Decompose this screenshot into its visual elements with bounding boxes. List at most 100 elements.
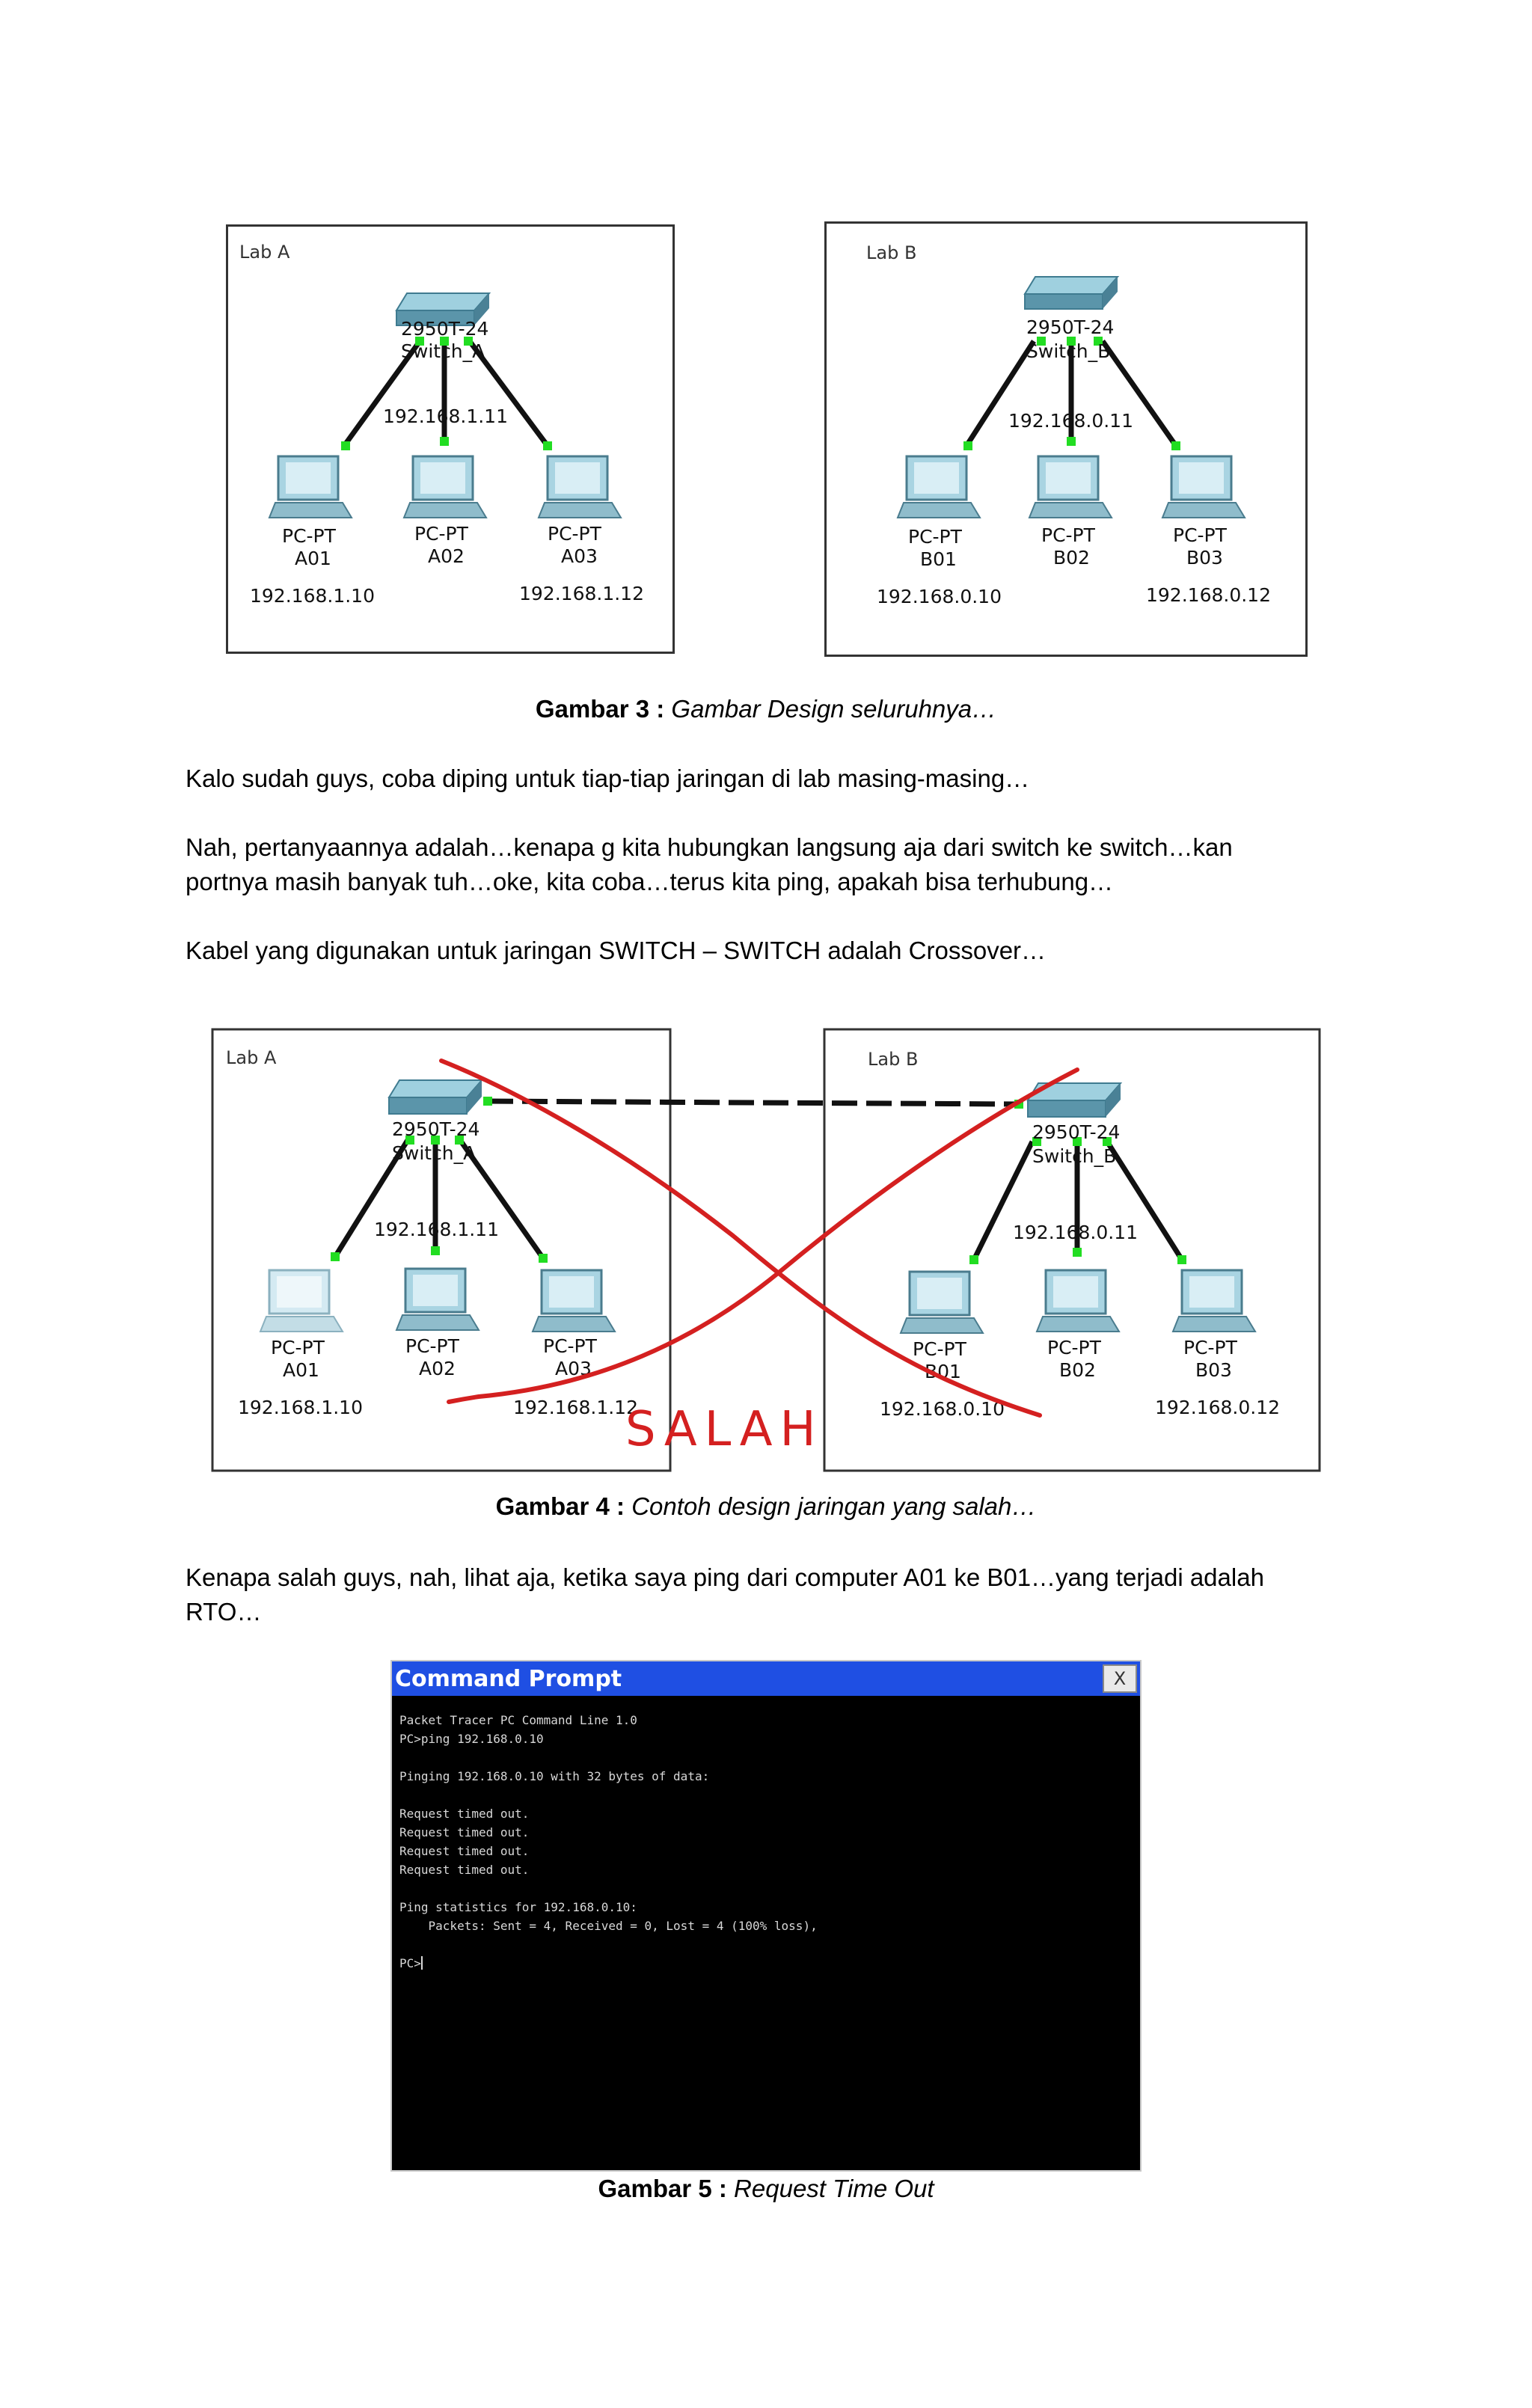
pc-icon <box>259 1269 344 1332</box>
figure-3-lab-a: Lab A 2950T-24 Switch_A 192.168.1.11 <box>226 224 675 654</box>
link-dot <box>405 1136 414 1145</box>
link-dot <box>431 1246 440 1255</box>
cable <box>964 340 1036 447</box>
pc-name-label: B03 <box>1186 547 1223 569</box>
caption-label: Gambar 3 : <box>535 695 665 723</box>
link-dot <box>1073 1137 1082 1146</box>
caption-label: Gambar 4 : <box>495 1492 625 1520</box>
close-button[interactable]: X <box>1103 1664 1137 1693</box>
link-dot <box>543 441 552 450</box>
switch-icon <box>1023 276 1120 310</box>
pc-icon <box>268 455 353 518</box>
pc-type-label: PC-PT <box>548 523 602 545</box>
pc-type-label: PC-PT <box>1041 524 1096 546</box>
pc-icon <box>1161 455 1246 518</box>
console-line: Pinging 192.168.0.10 with 32 bytes of da… <box>399 1769 710 1783</box>
console-line: PC>ping 192.168.0.10 <box>399 1732 544 1746</box>
link-dot <box>1177 1255 1186 1264</box>
link-dot <box>331 1252 340 1261</box>
pc-type-label: PC-PT <box>282 525 337 547</box>
link-dot <box>464 337 473 346</box>
caption-text: Request Time Out <box>734 2175 934 2202</box>
pc-name-label: B03 <box>1195 1359 1232 1381</box>
cable <box>458 1138 545 1260</box>
caption-label: Gambar 5 : <box>598 2175 727 2202</box>
link-dot <box>1067 437 1076 446</box>
pc-type-label: PC-PT <box>1173 524 1228 546</box>
link-dot <box>1103 1137 1112 1146</box>
pc-icon <box>531 1269 616 1332</box>
pc-icon <box>395 1267 480 1331</box>
console-line: PC> <box>399 1956 423 1970</box>
console-line <box>399 1748 1140 1767</box>
figure-5-caption: Gambar 5 : Request Time Out <box>0 2174 1532 2204</box>
pc-type-label: PC-PT <box>271 1337 325 1358</box>
pc-name-label: B01 <box>920 548 957 570</box>
figure-4: Lab A Lab B 2950T-24 Switch_A 192.168.1.… <box>209 1026 1323 1475</box>
link-dot <box>440 437 449 446</box>
pc-icon <box>402 455 488 518</box>
pc-name-label: B02 <box>1059 1359 1096 1381</box>
switch-name-label: Switch_B <box>1032 1145 1116 1167</box>
pc-name-label: A02 <box>428 545 465 567</box>
lab-title: Lab A <box>239 242 290 263</box>
pc-ip-label: 192.168.1.12 <box>519 583 644 604</box>
cable <box>1100 339 1178 448</box>
switch-model-label: 2950T-24 <box>1026 316 1114 338</box>
link-dot <box>483 1097 492 1106</box>
lab-b-diagram: Lab B 2950T-24 Switch_B 192.168.0.11 <box>824 221 1308 657</box>
switch-ip-label: 192.168.1.11 <box>383 405 508 427</box>
paragraph-4-line-1: Kenapa salah guys, nah, lihat aja, ketik… <box>186 1563 1264 1591</box>
pc-icon <box>896 455 981 518</box>
link-dot <box>969 1255 978 1264</box>
switch-name-label: Switch_B <box>1026 340 1110 362</box>
switch-model-label: 2950T-24 <box>1032 1121 1120 1143</box>
switch-name-label: Switch_A <box>401 340 485 362</box>
figure-3-lab-b: Lab B 2950T-24 Switch_B 192.168.0.11 <box>824 221 1308 657</box>
lab-title: Lab A <box>226 1047 277 1068</box>
pc-ip-label: 192.168.0.10 <box>880 1398 1005 1420</box>
link-dot <box>431 1136 440 1145</box>
pc-ip-label: 192.168.0.12 <box>1146 584 1271 606</box>
link-dot <box>1094 337 1103 346</box>
salah-annotation: SALAH <box>625 1402 824 1457</box>
link-dot <box>1073 1248 1082 1257</box>
cable <box>333 1139 410 1258</box>
switch-icon <box>395 292 491 326</box>
pc-name-label: B02 <box>1053 547 1090 569</box>
pc-type-label: PC-PT <box>405 1335 460 1357</box>
cable <box>971 1140 1035 1261</box>
switch-ip-label: 192.168.0.11 <box>1008 410 1133 432</box>
console-line <box>399 1935 1140 1954</box>
switch-ip-label: 192.168.1.11 <box>374 1219 499 1240</box>
pc-ip-label: 192.168.1.12 <box>513 1397 638 1418</box>
pc-name-label: A01 <box>283 1359 319 1381</box>
link-dot <box>440 337 449 346</box>
paragraph-1: Kalo sudah guys, coba diping untuk tiap-… <box>186 765 1030 792</box>
switch-name-label: Switch_A <box>392 1142 476 1164</box>
pc-ip-label: 192.168.0.10 <box>877 586 1002 607</box>
link-dot <box>1067 337 1076 346</box>
pc-ip-label: 192.168.0.12 <box>1155 1397 1280 1418</box>
lab-title: Lab B <box>868 1049 918 1070</box>
wrong-design-diagram: Lab A Lab B 2950T-24 Switch_A 192.168.1.… <box>211 1028 1321 1472</box>
pc-type-label: PC-PT <box>414 523 469 545</box>
link-dot <box>415 337 424 346</box>
console-line: Request timed out. <box>399 1825 530 1839</box>
link-dot <box>341 441 350 450</box>
pc-icon <box>1035 1269 1121 1332</box>
caption-text: Contoh design jaringan yang salah… <box>631 1492 1037 1520</box>
paragraph-4-line-2: RTO… <box>186 1598 262 1626</box>
pc-name-label: A03 <box>561 545 598 567</box>
lab-a-diagram: Lab A 2950T-24 Switch_A 192.168.1.11 <box>226 224 675 654</box>
link-dot <box>539 1254 548 1263</box>
pc-name-label: A01 <box>295 548 331 569</box>
pc-type-label: PC-PT <box>1183 1337 1238 1358</box>
pc-type-label: PC-PT <box>913 1338 967 1360</box>
link-dot <box>1032 1137 1041 1146</box>
switch-model-label: 2950T-24 <box>401 318 488 340</box>
switch-icon <box>387 1079 484 1115</box>
lab-title: Lab B <box>866 242 916 263</box>
paragraph-2-line-1: Nah, pertanyaannya adalah…kenapa g kita … <box>186 833 1233 861</box>
